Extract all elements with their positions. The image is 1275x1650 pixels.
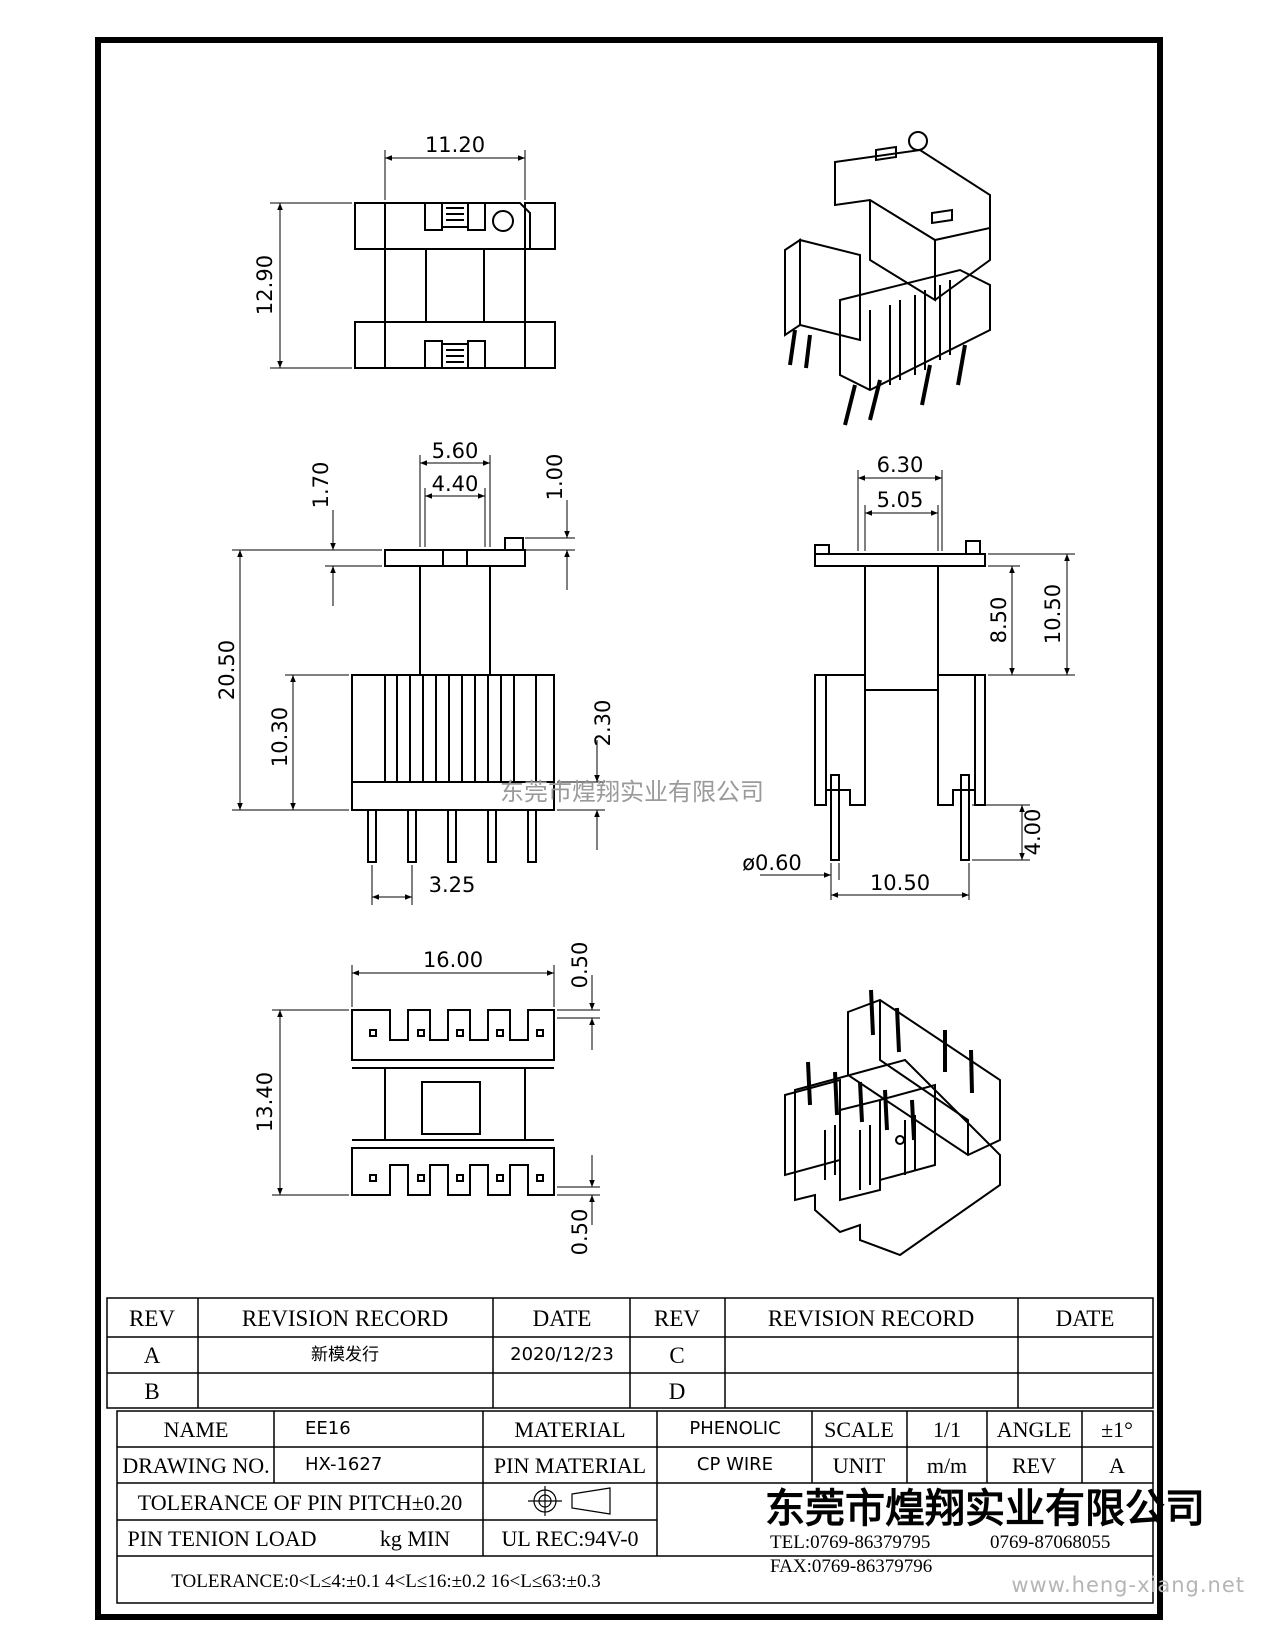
dim-front-slot: 2.30	[591, 700, 615, 747]
rev-header-record2: REVISION RECORD	[768, 1306, 974, 1331]
rev-header-date2: DATE	[1056, 1306, 1115, 1331]
dim-front-pin-pitch: 3.25	[429, 873, 476, 897]
title-angle-label: ANGLE	[997, 1417, 1072, 1442]
title-name-value: EE16	[305, 1418, 351, 1439]
dim-bottom-width: 16.00	[423, 948, 483, 972]
watermark-center: 东莞市煌翔实业有限公司	[500, 778, 764, 806]
title-drawing-no-label: DRAWING NO.	[122, 1453, 269, 1478]
rev-row-a-rev: A	[144, 1343, 161, 1368]
title-ul-rec: UL REC:94V-0	[501, 1526, 638, 1551]
dim-front-notch: 1.00	[543, 454, 567, 501]
isometric-view-bottom	[784, 989, 1001, 1257]
dim-side-outer: 6.30	[877, 453, 924, 477]
dim-top-width: 11.20	[425, 133, 485, 157]
rev-row-a-record: 新模发行	[311, 1345, 379, 1365]
rev-header-date: DATE	[533, 1306, 592, 1331]
rev-header-rev2: REV	[654, 1306, 700, 1331]
dim-side-pin-len: 4.00	[1021, 809, 1045, 856]
title-unit-label: UNIT	[833, 1453, 886, 1478]
dim-bottom-bot-gap: 0.50	[568, 1209, 592, 1256]
dim-side-inner: 5.05	[877, 488, 924, 512]
title-rev-label: REV	[1012, 1453, 1056, 1478]
dim-front-col-inner: 4.40	[432, 472, 479, 496]
title-tolerance-general: TOLERANCE:0<L≤4:±0.1 4<L≤16:±0.2 16<L≤63…	[171, 1571, 601, 1592]
title-rev-value: A	[1109, 1453, 1125, 1478]
side-view	[814, 540, 986, 861]
dim-front-total-height: 20.50	[215, 640, 239, 700]
dim-front-base-height: 10.30	[268, 707, 292, 767]
dim-side-pin-span: 10.50	[870, 871, 930, 895]
side-view-dimensions	[760, 470, 1075, 900]
title-drawing-no-value: HX-1627	[305, 1454, 382, 1475]
title-material-value: PHENOLIC	[689, 1418, 780, 1439]
rev-header-rev: REV	[129, 1306, 175, 1331]
bottom-view-dimensions	[272, 965, 600, 1225]
dim-top-height: 12.90	[253, 255, 277, 315]
company-tel2: 0769-87068055	[990, 1532, 1110, 1553]
rev-row-a-rev2: C	[669, 1343, 684, 1368]
sheet-border	[95, 37, 1163, 1620]
title-pin-tension-unit: kg MIN	[380, 1526, 450, 1551]
title-pin-tension: PIN TENION LOAD	[127, 1526, 316, 1551]
dim-bottom-height: 13.40	[253, 1072, 277, 1132]
dim-side-pin-dia: ø0.60	[742, 851, 802, 875]
company-name: 东莞市煌翔实业有限公司	[765, 1486, 1205, 1531]
title-material-label: MATERIAL	[514, 1417, 625, 1442]
dim-side-h2: 10.50	[1041, 584, 1065, 644]
title-scale-value: 1/1	[933, 1417, 961, 1442]
rev-header-record: REVISION RECORD	[242, 1306, 448, 1331]
title-name-label: NAME	[164, 1417, 229, 1442]
isometric-view-top	[784, 131, 991, 426]
watermark-corner: www.heng-xiang.net	[1011, 1573, 1245, 1597]
title-pin-material-value: CP WIRE	[697, 1454, 773, 1475]
rev-row-b-rev2: D	[669, 1379, 686, 1404]
projection-symbol	[528, 1486, 611, 1516]
dim-front-col-outer: 5.60	[432, 439, 479, 463]
title-pin-material-label: PIN MATERIAL	[494, 1453, 646, 1478]
dim-front-flange: 1.70	[309, 462, 333, 509]
revision-table	[106, 1297, 1154, 1409]
title-scale-label: SCALE	[824, 1417, 894, 1442]
company-tel: TEL:0769-86379795	[770, 1532, 930, 1553]
front-view-dimensions	[232, 455, 605, 905]
dim-bottom-top-gap: 0.50	[568, 942, 592, 989]
top-view	[354, 202, 556, 369]
title-block	[116, 1410, 1154, 1604]
rev-row-a-date: 2020/12/23	[510, 1344, 614, 1365]
top-view-dimensions	[270, 150, 526, 369]
company-fax: FAX:0769-86379796	[770, 1556, 932, 1577]
title-unit-value: m/m	[927, 1453, 967, 1478]
dim-side-h1: 8.50	[987, 597, 1011, 644]
rev-row-b-rev: B	[144, 1379, 159, 1404]
title-angle-value: ±1°	[1101, 1417, 1133, 1442]
bottom-view	[351, 1009, 555, 1196]
title-tolerance-pitch: TOLERANCE OF PIN PITCH±0.20	[138, 1490, 463, 1515]
front-view	[351, 537, 555, 863]
